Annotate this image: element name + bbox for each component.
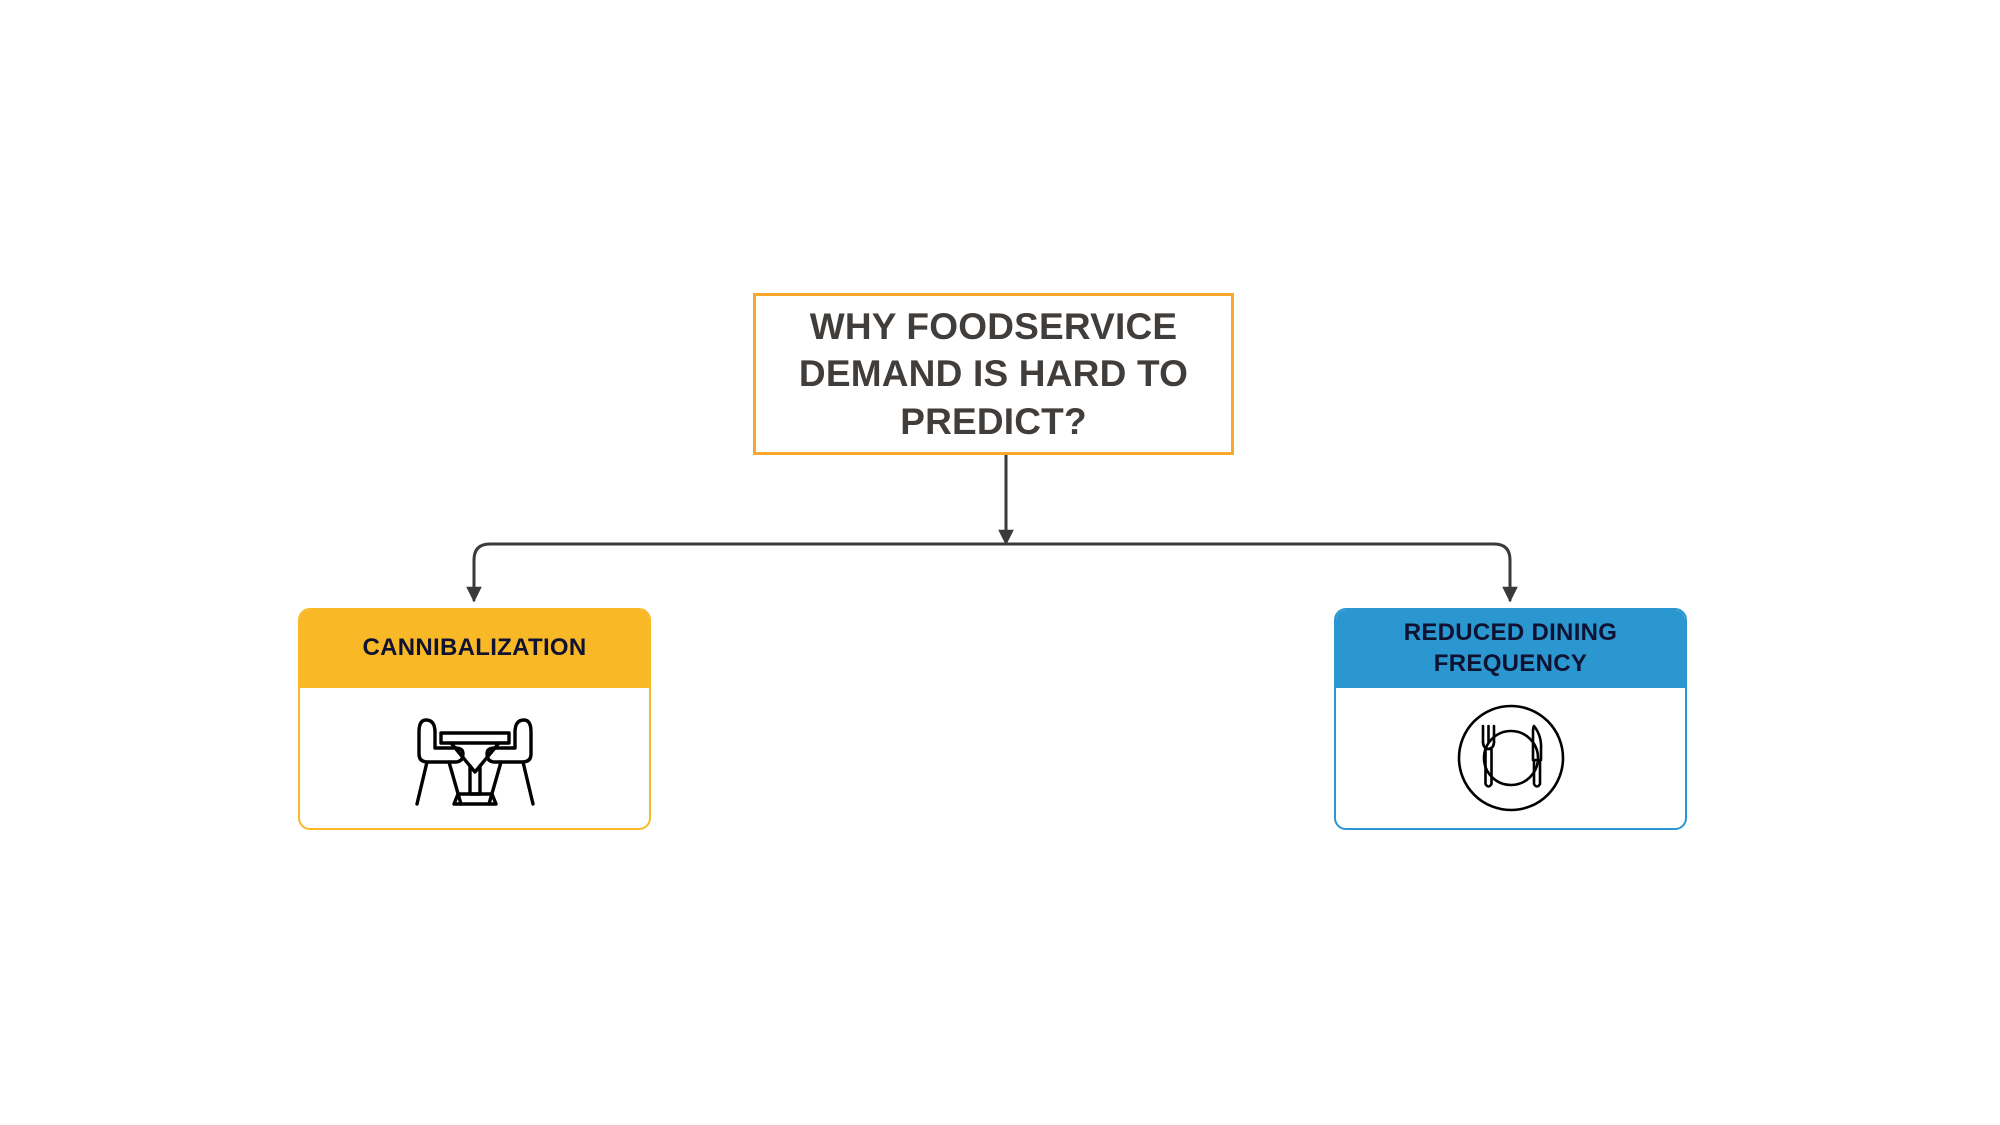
card-body-cannibalization — [300, 688, 649, 828]
connector-branch-right — [1004, 542, 1518, 603]
root-node-label: WHY FOODSERVICE DEMAND IS HARD TO PREDIC… — [798, 305, 1189, 442]
card-header-label: REDUCED DINING FREQUENCY — [1403, 618, 1618, 677]
child-card-cannibalization[interactable]: CANNIBALIZATION — [298, 608, 651, 830]
card-body-reduced-dining-frequency — [1336, 688, 1685, 828]
table-and-chairs-icon — [414, 718, 535, 806]
card-header-cannibalization: CANNIBALIZATION — [300, 610, 649, 688]
connector-branch-left — [466, 542, 1008, 603]
card-header-label: CANNIBALIZATION — [362, 634, 587, 662]
card-header-reduced-dining-frequency: REDUCED DINING FREQUENCY — [1336, 610, 1685, 688]
plate-fork-knife-icon — [1457, 704, 1564, 812]
root-node[interactable]: WHY FOODSERVICE DEMAND IS HARD TO PREDIC… — [753, 293, 1234, 455]
child-card-reduced-dining-frequency[interactable]: REDUCED DINING FREQUENCY — [1334, 608, 1687, 830]
